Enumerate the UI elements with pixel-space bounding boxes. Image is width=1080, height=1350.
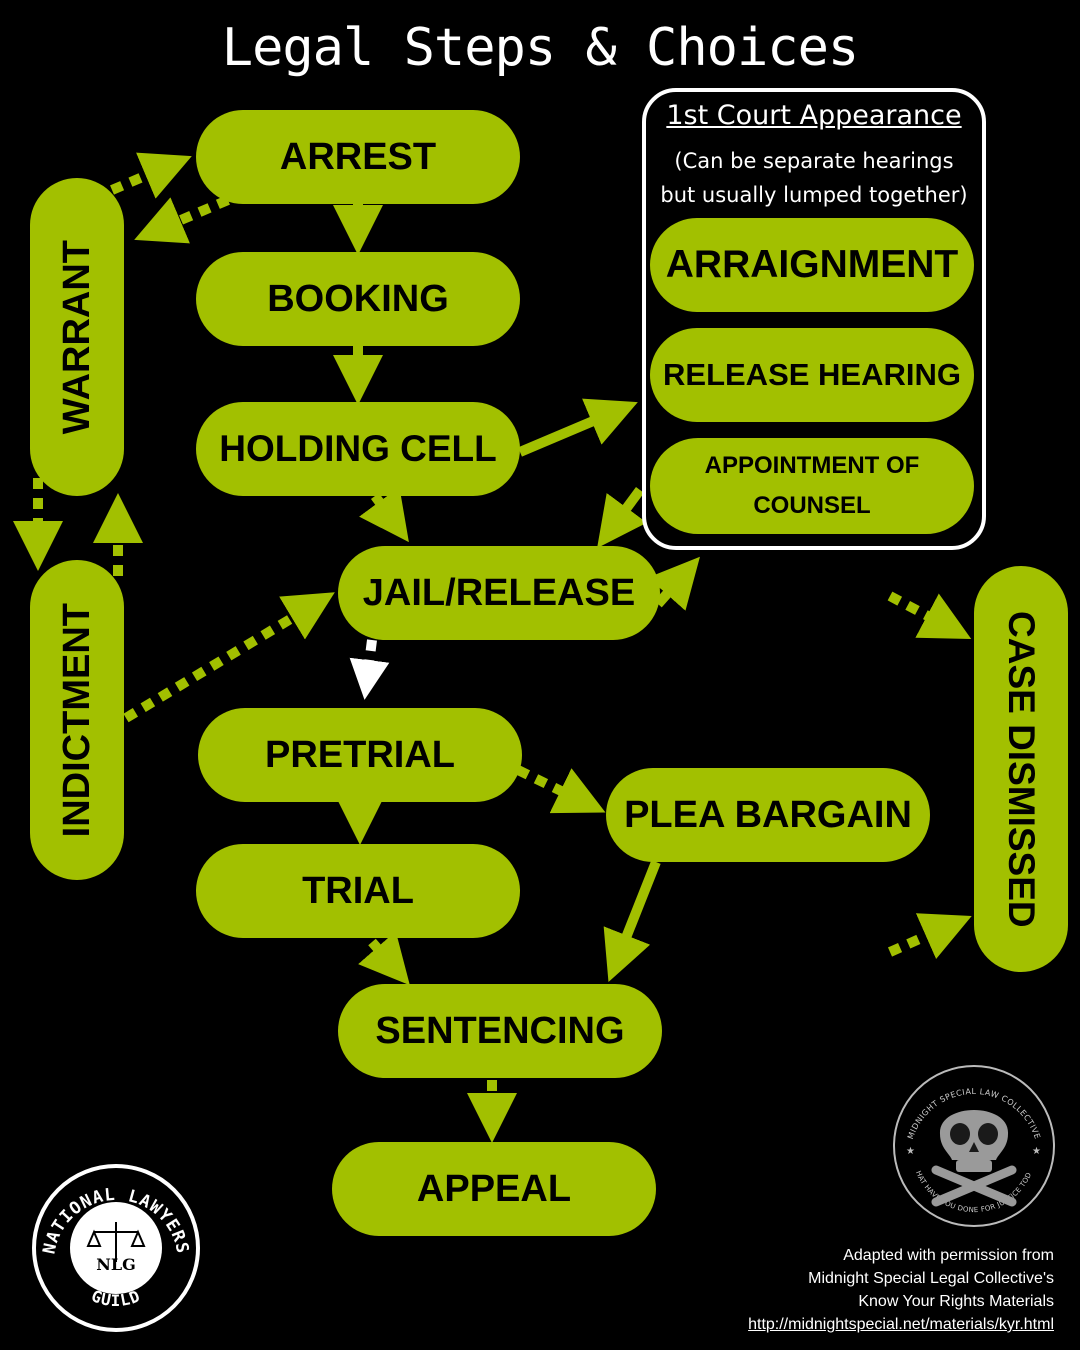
arrow-pretrial-plea [515,765,606,814]
trial-node: TRIAL [196,844,520,938]
nlg-ring-bottom-text: GUILD [89,1286,143,1310]
credit-block: Adapted with permission from Midnight Sp… [554,1244,1054,1336]
arrow-court-dismissed [887,591,972,640]
counsel-line2: COUNSEL [753,492,871,519]
appointment-of-counsel-node: APPOINTMENT OF COUNSEL [650,438,974,534]
svg-text:GUILD: GUILD [89,1286,144,1310]
arrow-holding-court [518,398,638,457]
scales-icon [86,1222,146,1262]
court-subtitle-line1: (Can be separate hearings [674,149,954,173]
court-appearance-box [642,88,986,550]
indictment-label: INDICTMENT [55,602,98,838]
jail-release-node: JAIL/RELEASE [338,546,660,640]
holding-cell-node: HOLDING CELL [196,402,520,496]
midnight-special-logo: MIDNIGHT SPECIAL LAW COLLECTIVE WHAT HAV… [890,1062,1055,1227]
arrow-warrant-arrest [110,152,192,199]
credit-line3: Know Your Rights Materials [858,1293,1054,1310]
arrow-holding-jail [359,486,409,543]
star-icon: ★ [1032,1146,1041,1157]
credit-line2: Midnight Special Legal Collective's [808,1270,1054,1287]
arrow-trial-sentencing [358,931,410,986]
sentencing-node: SENTENCING [338,984,662,1078]
plea-bargain-node: PLEA BARGAIN [606,768,930,862]
arrest-node: ARREST [196,110,520,204]
counsel-line1: APPOINTMENT OF [704,452,920,479]
skull-icon [931,1110,1017,1207]
star-icon: ★ [906,1146,915,1157]
arrow-jail-court [648,556,700,611]
pretrial-node: PRETRIAL [198,708,522,802]
arrow-indictment-jail [123,592,335,723]
nlg-logo: NATIONAL LAWYERS GUILD NLG [32,1164,200,1332]
arrow-court-jail [597,487,647,549]
warrant-node: WARRANT [30,178,124,496]
arrow-arrest-warrant [134,195,230,244]
warrant-label: WARRANT [55,239,98,435]
arrow-plea-sentencing [603,860,661,982]
arrow-jail-pretrial [349,639,390,700]
credit-line1: Adapted with permission from [843,1247,1054,1264]
court-subtitle-line2: but usually lumped together) [660,183,968,207]
page-title: Legal Steps & Choices [221,18,859,78]
case-dismissed-label: CASE DISMISSED [1001,610,1042,928]
appeal-node: APPEAL [332,1142,656,1236]
court-appearance-subtitle: (Can be separate hearings but usually lu… [642,144,986,212]
nlg-monogram: NLG [96,1255,136,1274]
indictment-node: INDICTMENT [30,560,124,880]
booking-node: BOOKING [196,252,520,346]
court-appearance-title: 1st Court Appearance [666,100,962,131]
release-hearing-node: RELEASE HEARING [650,328,974,422]
credit-url-link[interactable]: http://midnightspecial.net/materials/kyr… [748,1316,1054,1333]
arraignment-node: ARRAIGNMENT [650,218,974,312]
case-dismissed-node: CASE DISMISSED [974,566,1068,972]
arrow-plea-dismissed [887,913,972,960]
